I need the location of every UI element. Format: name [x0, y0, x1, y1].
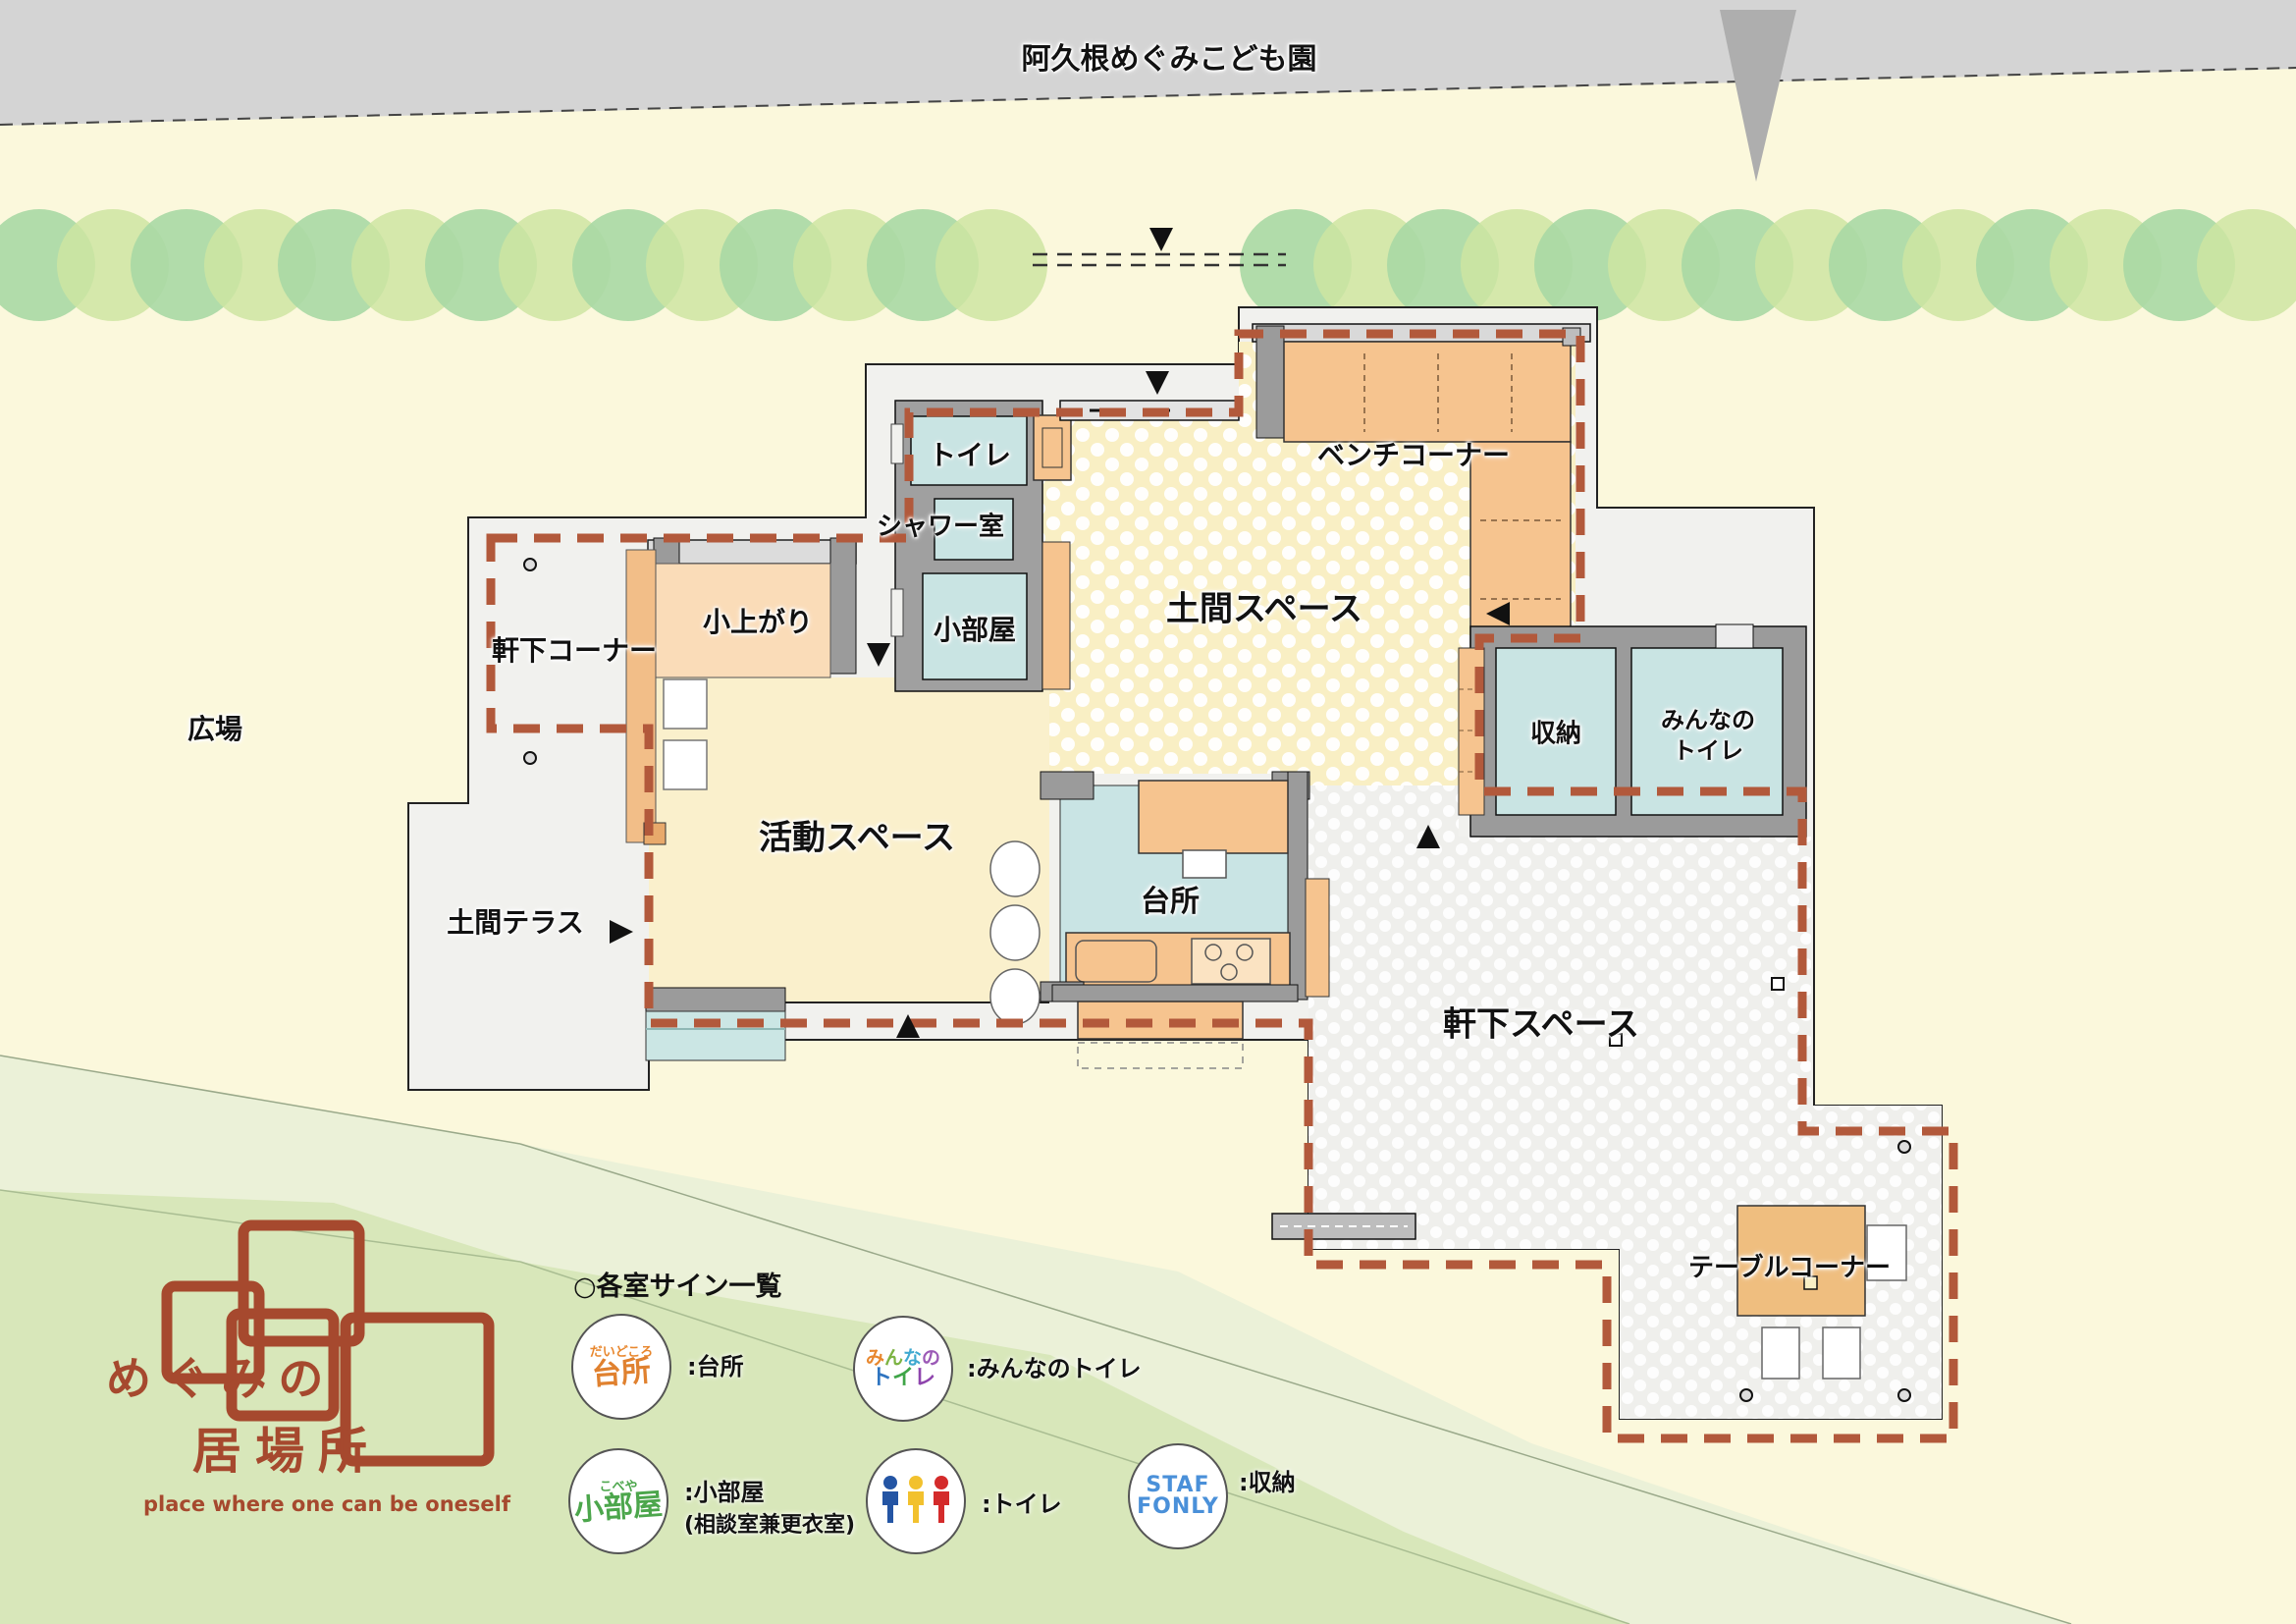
arrow-up-activity-icon	[896, 1014, 920, 1038]
sign-kitchen-text: 台所	[590, 1353, 653, 1392]
legend-label-kobeya: :小部屋 (相談室兼更衣室)	[684, 1473, 855, 1539]
sign-kitchen: だいどころ 台所	[571, 1314, 671, 1420]
gate-marker	[1033, 252, 1286, 267]
tree-row-left	[0, 209, 1047, 321]
storage-wing	[1458, 623, 1807, 838]
sign-kobeya-furigana: こべや	[599, 1479, 638, 1494]
sign-minna-line1: みんなの	[865, 1346, 941, 1369]
label-koagari: 小上がり	[702, 606, 814, 638]
legend-label-shuno: :収納	[1239, 1469, 1296, 1496]
arrow-down-genkan-icon	[1146, 371, 1169, 395]
roof-outline-dashed	[486, 329, 1958, 1443]
label-table-corner: テーブルコーナー	[1688, 1253, 1891, 1283]
arrow-up-nokishita-icon	[1416, 825, 1440, 848]
three-people-icon	[882, 1476, 949, 1523]
label-shower: シャワー室	[876, 512, 1005, 542]
label-minna-line2: トイレ	[1673, 736, 1743, 765]
hill-edge	[519, 1261, 1630, 1624]
sign-minna-line2: トイレ	[870, 1365, 936, 1390]
kitchen-room	[1040, 771, 1330, 1069]
boundary-dashed-line	[0, 67, 2296, 126]
neighbor-site-label: 阿久根めぐみこども園	[1021, 42, 1317, 77]
arrow-right-terrace-icon	[610, 920, 633, 944]
label-kitchen: 台所	[1141, 885, 1200, 919]
sign-kobeya-text: 小部屋	[572, 1487, 665, 1528]
round-tables	[989, 840, 1041, 1025]
doma-space-floor	[1042, 342, 1575, 785]
legend-label-kitchen: :台所	[687, 1353, 744, 1380]
sanitary-block	[890, 400, 1072, 692]
sign-staff-line1: STAF	[1146, 1473, 1210, 1497]
logo-text-line1: めぐみの	[106, 1352, 336, 1405]
koagari-room	[625, 537, 857, 845]
activity-space-floor	[649, 677, 1049, 1002]
nokishita-furniture	[1271, 1205, 1907, 1380]
sign-toilet	[866, 1448, 966, 1554]
label-shuno: 収納	[1529, 719, 1582, 749]
sign-kobeya: こべや 小部屋	[568, 1448, 668, 1554]
legend-label-toilet: :トイレ	[982, 1490, 1062, 1518]
sign-staff-only: STAF FONLY	[1128, 1443, 1228, 1549]
neighbor-site-band	[0, 0, 2296, 126]
logo-tagline: place where one can be oneself	[143, 1492, 511, 1516]
sign-minna-toilet: みんなの トイレ	[853, 1316, 953, 1422]
label-nokishita-space: 軒下スペース	[1443, 1004, 1639, 1045]
arrow-left-doma-icon	[1486, 602, 1510, 625]
legend-label-kobeya-main: :小部屋	[684, 1479, 765, 1506]
label-toilet: トイレ	[928, 439, 1012, 471]
label-doma-terrace: 土間テラス	[447, 906, 584, 939]
logo-mark	[161, 1219, 495, 1467]
path-wedge	[1720, 10, 1796, 182]
legend-title: ○各室サイン一覧	[573, 1272, 782, 1302]
arrow-down-gate-icon	[1149, 228, 1173, 251]
hill-edge	[0, 1055, 521, 1145]
label-doma-space: 土間スペース	[1166, 589, 1362, 629]
label-bench-corner: ベンチコーナー	[1316, 439, 1511, 471]
label-katsudo: 活動スペース	[759, 818, 955, 858]
entrance-arrows	[610, 228, 1510, 1038]
label-hiroba: 広場	[187, 713, 243, 745]
legend-label-kobeya-sub: (相談室兼更衣室)	[684, 1513, 856, 1538]
label-minna-line1: みんなの	[1661, 706, 1755, 734]
hill-edge	[519, 1143, 2072, 1624]
nokishita-space-floor	[1308, 785, 1942, 1419]
legend-label-minna: :みんなのトイレ	[967, 1355, 1142, 1382]
label-kobeya: 小部屋	[933, 614, 1017, 646]
arrow-down-small-icon	[867, 643, 890, 667]
sign-staff-line2: FONLY	[1137, 1494, 1219, 1519]
post-markers	[523, 558, 1911, 1402]
sign-kitchen-furigana: だいどころ	[589, 1344, 654, 1360]
tree-row-right	[1240, 209, 2296, 321]
label-nokishita-corner: 軒下コーナー	[491, 634, 658, 667]
logo-text-line2: 居場所	[192, 1423, 381, 1480]
